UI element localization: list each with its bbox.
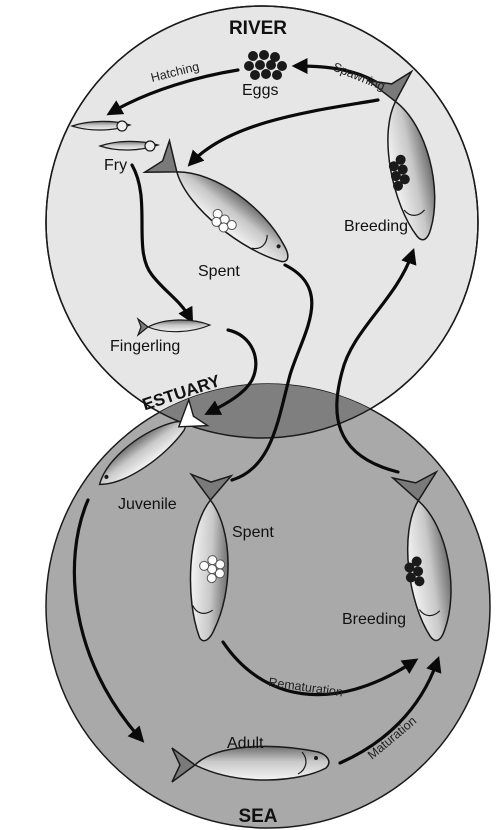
fingerling-label: Fingerling (110, 338, 180, 355)
sea-spent-label: Spent (232, 524, 274, 541)
sea-label: SEA (238, 806, 277, 827)
adult-label: Adult (227, 735, 264, 752)
river-spent-label: Spent (198, 263, 240, 280)
sea-breeding-label: Breeding (342, 611, 406, 628)
eggs-label: Eggs (242, 82, 278, 99)
fry-label: Fry (104, 157, 127, 174)
juvenile-label: Juvenile (118, 496, 177, 513)
river-label: RIVER (229, 18, 287, 39)
river-breeding-label: Breeding (344, 218, 408, 235)
